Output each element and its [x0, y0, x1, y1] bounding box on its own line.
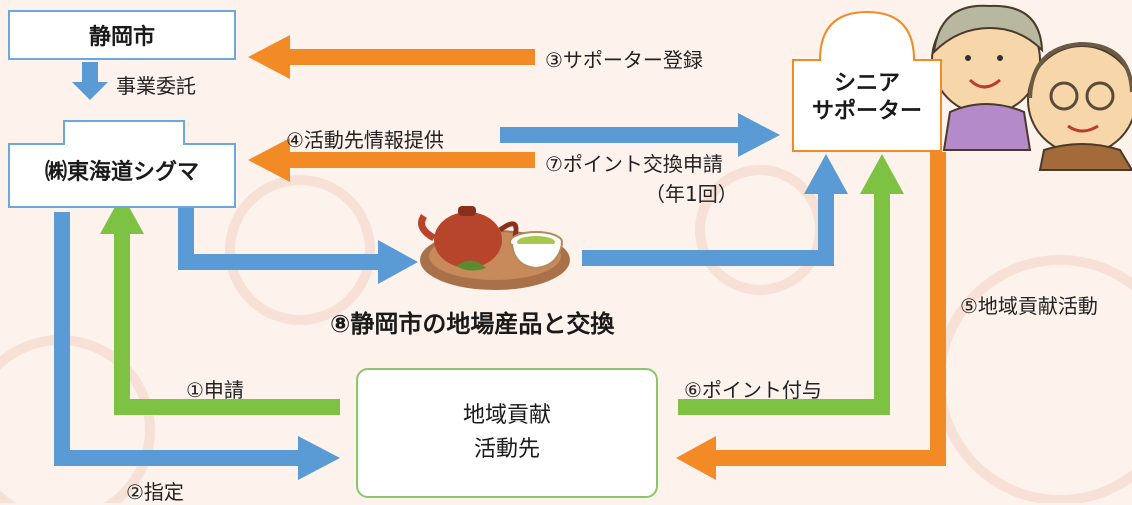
exchange-request-note: （年1回） — [645, 182, 738, 206]
contractor-box: ㈱東海道シグマ — [8, 120, 236, 208]
contractor-box-outline — [8, 120, 236, 208]
arrow-entrust — [72, 62, 108, 100]
supporter-label-line2: サポーター — [811, 99, 922, 124]
local-products-label: ⑧静岡市の地場産品と交換 — [330, 310, 615, 338]
arrow-apply — [100, 194, 340, 415]
contractor-label: ㈱東海道シグマ — [44, 160, 199, 185]
entrust-label: 事業委託 — [116, 74, 196, 98]
activity-box: 地域貢献 活動先 — [356, 368, 658, 498]
designate-label: ②指定 — [126, 480, 184, 504]
arrow-grant — [678, 154, 904, 415]
register-label: ③サポーター登録 — [545, 48, 703, 72]
arrow-register — [248, 35, 535, 79]
senior-couple-icon — [931, 4, 1132, 171]
arrow-activity — [676, 152, 946, 480]
exchange-request-label: ⑦ポイント交換申請 — [545, 152, 723, 176]
info-label: ④活動先情報提供 — [286, 128, 444, 152]
supporter-label-line1: シニア — [833, 71, 900, 96]
arrow-designate — [54, 212, 340, 480]
city-label: 静岡市 — [88, 25, 155, 50]
activity-label-line1: 地域貢献 — [462, 403, 551, 428]
activity-label-line2: 活動先 — [473, 437, 540, 462]
arrow-info — [500, 113, 780, 157]
supporter-box-outline — [792, 10, 942, 152]
arrow-products-to-supporter — [582, 154, 848, 266]
teapot-icon — [418, 206, 570, 290]
city-box: 静岡市 — [8, 10, 236, 60]
grant-label: ⑥ポイント付与 — [684, 378, 822, 402]
supporter-box: シニア サポーター — [792, 8, 942, 152]
arrow-exchange-request — [248, 138, 535, 182]
arrow-to-products — [178, 208, 418, 284]
apply-label: ①申請 — [186, 378, 244, 402]
activity-flow-label: ⑤地域貢献活動 — [960, 294, 1098, 318]
